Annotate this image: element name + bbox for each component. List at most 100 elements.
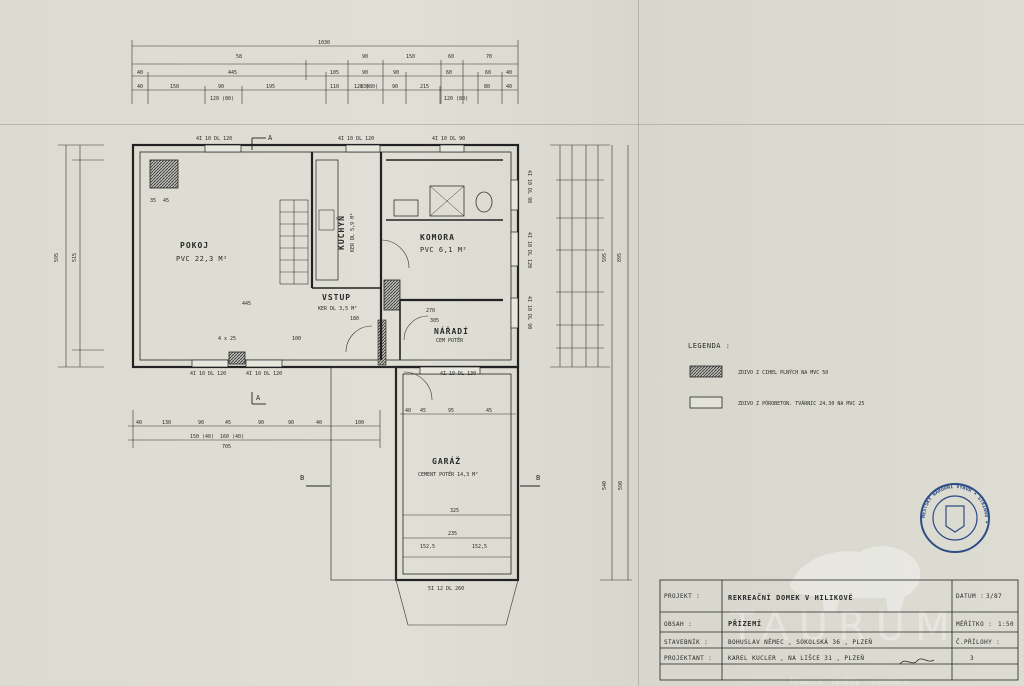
svg-text:90: 90 bbox=[258, 420, 264, 426]
svg-text:60: 60 bbox=[446, 70, 452, 76]
svg-text:45: 45 bbox=[225, 420, 231, 426]
svg-text:4I 10 DL 130: 4I 10 DL 130 bbox=[440, 371, 476, 377]
mid-dimensions bbox=[128, 410, 516, 448]
svg-text:40: 40 bbox=[316, 420, 322, 426]
left-total: 595 bbox=[54, 253, 60, 262]
svg-text:PROJEKTANT :: PROJEKTANT : bbox=[664, 655, 712, 662]
svg-text:150: 150 bbox=[170, 84, 179, 90]
svg-text:4I 10 DL 120: 4I 10 DL 120 bbox=[338, 136, 374, 142]
svg-text:100: 100 bbox=[355, 420, 364, 426]
svg-text:4I 10 DL 120: 4I 10 DL 120 bbox=[246, 371, 282, 377]
svg-text:445: 445 bbox=[242, 301, 251, 307]
watermark-subtext: finance · reality · investice bbox=[790, 677, 909, 686]
svg-text:110: 110 bbox=[330, 84, 339, 90]
svg-text:195: 195 bbox=[266, 84, 275, 90]
room-naradi: NÁŘADÍ bbox=[434, 325, 469, 336]
svg-text:120 (80): 120 (80) bbox=[354, 84, 378, 90]
house-walls bbox=[131, 143, 520, 401]
svg-text:90: 90 bbox=[288, 420, 294, 426]
svg-text:KAREL KUCLER , NA LIŠCE 31 , P: KAREL KUCLER , NA LIŠCE 31 , PLZEŇ bbox=[728, 655, 864, 662]
svg-text:180: 180 bbox=[350, 316, 359, 322]
svg-text:100: 100 bbox=[292, 336, 301, 342]
room-naradi-info: CEM POTĚR bbox=[436, 336, 464, 344]
left-sub: 515 bbox=[72, 253, 78, 262]
room-kuchyn-info: KER DL 5,9 M² bbox=[350, 213, 356, 252]
room-komora-info: PVC 6,1 M² bbox=[420, 246, 467, 254]
legend-item-brick: ZDIVO Z CIHEL PLNÝCH NA MVC 50 bbox=[738, 369, 828, 376]
section-markers bbox=[251, 137, 540, 487]
right-total: 895 bbox=[617, 253, 623, 262]
svg-text:130: 130 bbox=[162, 420, 171, 426]
svg-text:Č.PŘÍLOHY :: Č.PŘÍLOHY : bbox=[956, 638, 1000, 646]
title-block bbox=[659, 579, 1019, 681]
svg-text:1:50: 1:50 bbox=[998, 621, 1014, 628]
svg-text:152,5: 152,5 bbox=[420, 544, 435, 550]
svg-text:4I 10 DL 90: 4I 10 DL 90 bbox=[432, 136, 465, 142]
right-sub: 595 bbox=[602, 253, 608, 262]
svg-text:4I 10 DL 120: 4I 10 DL 120 bbox=[196, 136, 232, 142]
svg-text:60: 60 bbox=[485, 70, 491, 76]
svg-text:3: 3 bbox=[970, 655, 974, 662]
svg-text:45: 45 bbox=[486, 408, 492, 414]
svg-text:45: 45 bbox=[420, 408, 426, 414]
svg-text:OBSAH :: OBSAH : bbox=[664, 621, 692, 628]
svg-text:PROJEKT :: PROJEKT : bbox=[664, 593, 700, 600]
svg-text:95: 95 bbox=[448, 408, 454, 414]
svg-text:150 (40): 150 (40) bbox=[190, 434, 214, 440]
window-labels: 4I 10 DL 120 4I 10 DL 120 4I 10 DL 90 4I… bbox=[190, 136, 532, 592]
room-kuchyn: KUCHYŇ bbox=[335, 215, 346, 250]
right-dimensions bbox=[550, 144, 632, 581]
svg-text:152,5: 152,5 bbox=[472, 544, 487, 550]
svg-text:40: 40 bbox=[506, 84, 512, 90]
svg-text:4 x 25: 4 x 25 bbox=[218, 336, 236, 342]
svg-text:305: 305 bbox=[430, 318, 439, 324]
left-dimensions bbox=[58, 144, 104, 368]
svg-text:90: 90 bbox=[198, 420, 204, 426]
svg-text:BOHUSLAV NĚMEC , SOKOLSKÁ 36 ,: BOHUSLAV NĚMEC , SOKOLSKÁ 36 , PLZEŇ bbox=[728, 638, 872, 646]
svg-text:705: 705 bbox=[222, 444, 231, 450]
room-vstup-info: KER DL 3,5 M² bbox=[318, 306, 357, 312]
svg-text:325: 325 bbox=[450, 508, 459, 514]
svg-text:70: 70 bbox=[486, 54, 492, 60]
svg-text:45: 45 bbox=[163, 198, 169, 204]
room-garaz-info: CEMENT POTĚR 14,3 M² bbox=[418, 470, 478, 478]
svg-text:90: 90 bbox=[362, 70, 368, 76]
svg-text:80: 80 bbox=[484, 84, 490, 90]
section-b-left: B bbox=[300, 474, 305, 482]
svg-text:105: 105 bbox=[330, 70, 339, 76]
title-block-text: PROJEKT : REKREAČNÍ DOMEK V HILIKOVĚ DAT… bbox=[664, 593, 1014, 665]
project-name: REKREAČNÍ DOMEK V HILIKOVĚ bbox=[728, 593, 853, 602]
svg-text:MĚSTSKÝ NÁRODNÍ VÝBOR • STŘÍBR: MĚSTSKÝ NÁRODNÍ VÝBOR • STŘÍBRO • bbox=[919, 482, 989, 524]
legend-swatch-aerated bbox=[689, 396, 723, 409]
legend-title: LEGENDA : bbox=[688, 342, 730, 350]
fold-line-horizontal bbox=[0, 124, 1024, 125]
svg-text:40: 40 bbox=[136, 420, 142, 426]
svg-text:MĚŘÍTKO :: MĚŘÍTKO : bbox=[956, 620, 992, 628]
svg-text:4I 10 DL 90: 4I 10 DL 90 bbox=[526, 296, 532, 329]
svg-text:STAVEBNÍK :: STAVEBNÍK : bbox=[664, 638, 708, 646]
svg-text:58: 58 bbox=[236, 54, 242, 60]
svg-text:PŘÍZEMÍ: PŘÍZEMÍ bbox=[728, 619, 762, 628]
svg-text:120 (80): 120 (80) bbox=[444, 96, 468, 102]
section-a-top: A bbox=[268, 134, 273, 142]
garage-walls bbox=[330, 365, 520, 626]
garage-total: 540 bbox=[602, 481, 608, 490]
svg-text:40: 40 bbox=[137, 70, 143, 76]
svg-text:270: 270 bbox=[426, 308, 435, 314]
svg-text:445: 445 bbox=[228, 70, 237, 76]
svg-text:90: 90 bbox=[393, 70, 399, 76]
svg-text:35: 35 bbox=[150, 198, 156, 204]
section-a-bottom: A bbox=[256, 394, 261, 402]
fold-line-vertical bbox=[638, 0, 639, 686]
top-dimensions bbox=[131, 40, 519, 104]
legend-item-aerated: ZDIVO Z PÓROBETON. TVÁRNIC 24.30 NA MVC … bbox=[738, 400, 864, 407]
legend: LEGENDA : ZDIVO Z CIHEL PLNÝCH NA MVC 50… bbox=[688, 342, 864, 409]
svg-text:40: 40 bbox=[405, 408, 411, 414]
svg-text:1030: 1030 bbox=[318, 40, 330, 46]
svg-text:150: 150 bbox=[406, 54, 415, 60]
municipal-stamp: MĚSTSKÝ NÁRODNÍ VÝBOR • STŘÍBRO • bbox=[919, 482, 990, 553]
svg-text:120 (80): 120 (80) bbox=[210, 96, 234, 102]
room-garaz: GARÁŽ bbox=[432, 455, 461, 466]
